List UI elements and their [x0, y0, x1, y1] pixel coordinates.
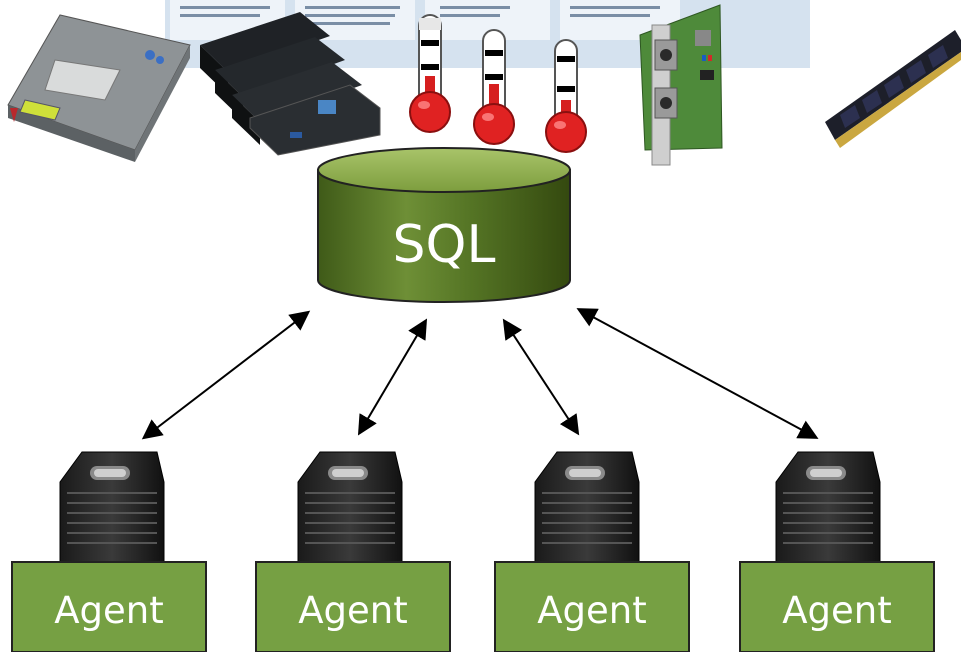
thermometer-icon [409, 14, 451, 133]
agent-node-1[interactable]: Agent [11, 561, 207, 652]
thermometer-icon [473, 29, 515, 145]
agent-node-3[interactable]: Agent [494, 561, 690, 652]
processor-cards-icon [200, 12, 381, 156]
sql-label: SQL [393, 215, 496, 275]
arrow-agent-1 [141, 310, 311, 440]
network-adapter-card-icon [639, 4, 723, 166]
agent-label-4: Agent [782, 589, 892, 632]
agent-node-2[interactable]: Agent [255, 561, 451, 652]
agent-node-4[interactable]: Agent [739, 561, 935, 652]
tower-server-icon [59, 451, 165, 565]
agent-label-1: Agent [54, 589, 164, 632]
arrow-agent-2 [357, 318, 428, 436]
agent-label-2: Agent [298, 589, 408, 632]
arrow-agent-3 [502, 318, 580, 436]
memory-module-icon [825, 30, 961, 148]
sql-database[interactable]: SQL [317, 147, 571, 303]
tower-server-icon [534, 451, 640, 565]
hard-disk-drive-icon [7, 14, 191, 162]
thermometer-icon [545, 39, 587, 153]
tower-server-icon [297, 451, 403, 565]
agent-label-3: Agent [537, 589, 647, 632]
tower-server-icon [775, 451, 881, 565]
connection-arrows [141, 308, 819, 440]
arrow-agent-4 [576, 308, 819, 439]
